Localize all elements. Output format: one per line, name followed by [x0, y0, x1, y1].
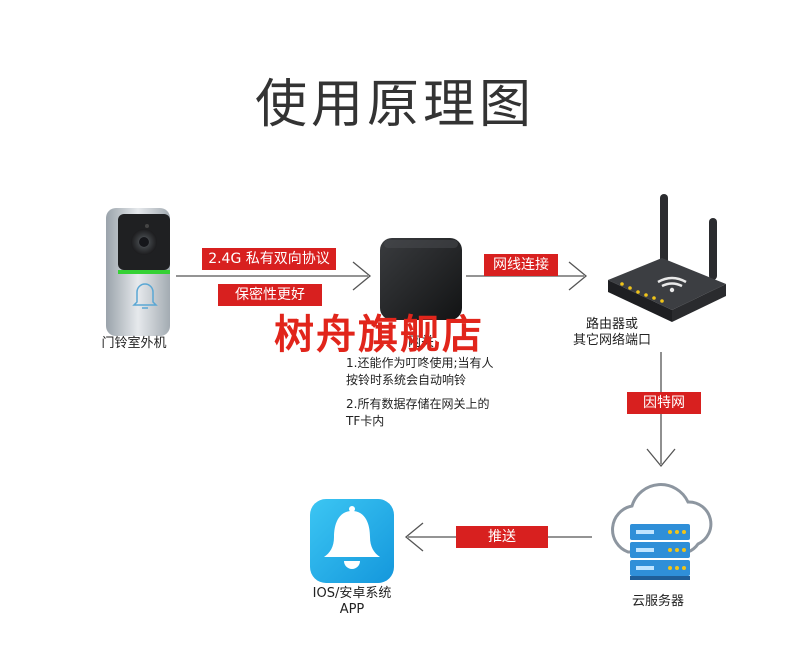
gateway-icon	[380, 238, 462, 320]
protocol-tag: 2.4G 私有双向协议	[202, 248, 336, 270]
push-tag: 推送	[456, 526, 548, 548]
page-title: 使用原理图	[254, 75, 535, 135]
arrowhead-router	[568, 261, 588, 291]
doorbell-label: 门铃室外机	[101, 336, 167, 351]
router-label-line1: 路由器或	[585, 317, 638, 332]
arrowhead-app	[404, 522, 424, 552]
cloud-server-icon	[611, 483, 713, 580]
security-tag: 保密性更好	[218, 284, 322, 306]
gateway-device	[378, 236, 464, 326]
app-bell-icon	[310, 499, 394, 583]
doorbell-device	[104, 208, 172, 340]
app-label-line1: IOS/安卓系统	[312, 586, 392, 601]
gateway-note-1: 1.还能作为叮咚使用;当有人	[346, 356, 494, 370]
app-device	[308, 497, 396, 589]
router-icon	[608, 194, 726, 322]
gateway-note-3: 2.所有数据存储在网关上的	[346, 397, 490, 411]
cable-tag: 网线连接	[484, 254, 558, 276]
gateway-note-4: TF卡内	[346, 414, 385, 428]
router-label-line2: 其它网络端口	[572, 333, 651, 348]
internet-tag: 因特网	[627, 392, 701, 414]
cloud-server-device	[598, 474, 722, 594]
router-device	[602, 192, 732, 336]
doorbell-icon	[106, 208, 170, 336]
cloud-server-label: 云服务器	[631, 594, 684, 609]
store-watermark: 树舟旗舰店	[274, 311, 484, 358]
arrowhead-gateway	[352, 261, 372, 291]
gateway-label: 网关	[407, 335, 434, 350]
gateway-note-2: 按铃时系统会自动响铃	[346, 373, 467, 387]
arrowhead-cloud	[646, 448, 676, 468]
app-label-line2: APP	[339, 602, 365, 617]
